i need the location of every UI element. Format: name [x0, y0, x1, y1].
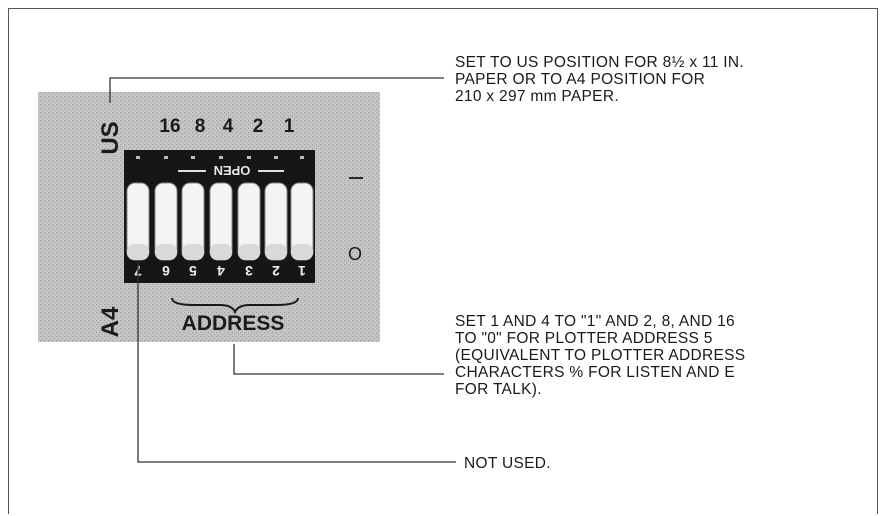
- switch-number: 3: [245, 263, 253, 279]
- switch-rocker-shade: [155, 244, 177, 260]
- note-paper-line: SET TO US POSITION FOR 8½ x 11 IN.: [455, 54, 744, 71]
- note-paper-line: PAPER OR TO A4 POSITION FOR: [455, 71, 706, 88]
- open-label: OPEN: [214, 163, 251, 178]
- note-not-used: NOT USED.: [464, 455, 551, 472]
- switch-number: 2: [272, 263, 280, 279]
- switch-rocker-shade: [210, 244, 232, 260]
- switch-rocker-shade: [127, 244, 149, 260]
- note-address-line: TO "0" FOR PLOTTER ADDRESS 5: [455, 330, 713, 347]
- note-address-line: FOR TALK).: [455, 381, 542, 398]
- switch-top-marks: [136, 156, 304, 159]
- switch-number: 5: [189, 263, 197, 279]
- switch-number: 1: [298, 263, 306, 279]
- switch-rockers: [126, 182, 314, 261]
- note-address-line: SET 1 AND 4 TO "1" AND 2, 8, AND 16: [455, 313, 735, 330]
- switch-rocker-shade: [265, 244, 287, 260]
- note-plotter-address: SET 1 AND 4 TO "1" AND 2, 8, AND 16 TO "…: [455, 313, 745, 398]
- switch-rocker-shade: [291, 244, 313, 260]
- note-paper-size: SET TO US POSITION FOR 8½ x 11 IN. PAPER…: [455, 54, 744, 105]
- switch-top-mark: [136, 156, 140, 159]
- switch-top-mark: [247, 156, 251, 159]
- on-position-label: I: [344, 175, 366, 181]
- switch-top-mark: [164, 156, 168, 159]
- switch-number: 6: [162, 263, 170, 279]
- note-paper-line: 210 x 297 mm PAPER.: [455, 88, 619, 105]
- weight-label: 4: [223, 116, 234, 137]
- note-unused-line: NOT USED.: [464, 455, 551, 472]
- us-label: US: [97, 121, 124, 154]
- diagram-frame: [8, 8, 878, 514]
- switch-top-mark: [300, 156, 304, 159]
- weight-label: 1: [284, 116, 295, 137]
- off-position-label: O: [348, 244, 362, 264]
- switch-top-mark: [191, 156, 195, 159]
- weight-label: 16: [159, 116, 180, 137]
- switch-rocker-shade: [238, 244, 260, 260]
- leader-line-paper: [109, 77, 444, 103]
- switch-number: 4: [217, 263, 225, 279]
- note-address-line: CHARACTERS % FOR LISTEN AND E: [455, 364, 735, 381]
- address-label: ADDRESS: [182, 312, 285, 335]
- switch-rocker-shade: [182, 244, 204, 260]
- note-address-line: (EQUIVALENT TO PLOTTER ADDRESS: [455, 347, 746, 364]
- a4-label: A4: [97, 306, 124, 337]
- weight-label: 8: [195, 116, 206, 137]
- weight-label: 2: [253, 116, 264, 137]
- switch-top-mark: [219, 156, 223, 159]
- leader-line-address: [233, 344, 444, 375]
- address-brace: [171, 297, 299, 315]
- switch-top-mark: [274, 156, 278, 159]
- leader-line-unused: [137, 262, 456, 463]
